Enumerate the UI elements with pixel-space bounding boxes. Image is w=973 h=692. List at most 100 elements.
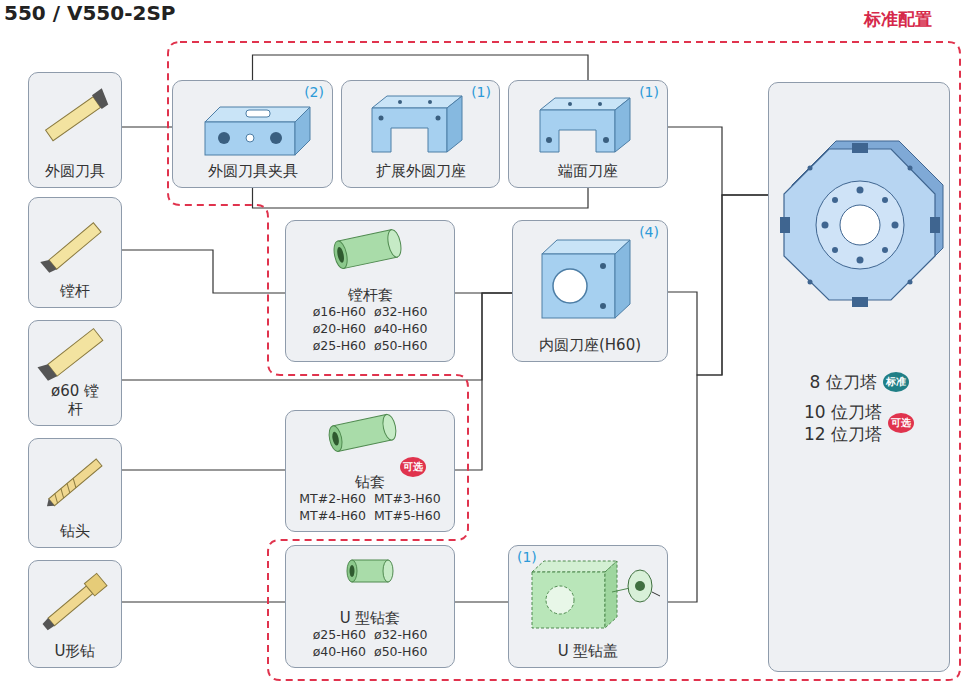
inner-holder-icon-part: [553, 269, 587, 303]
turret-icon-part: [908, 280, 913, 285]
extended-holder-icon-part: [398, 100, 402, 104]
text-group: 外圆刀具: [35, 162, 115, 181]
boring-sleeve-icon-part: [332, 240, 350, 270]
connector-line: [122, 601, 285, 602]
extended-holder-icon-part: [436, 116, 441, 121]
turret-icon-part: [930, 217, 940, 233]
text-column: 10 位刀塔12 位刀塔: [804, 401, 882, 445]
holder-box: (1) U 型钻盖: [508, 545, 668, 668]
face-holder-icon-part: [603, 137, 609, 143]
size-spec: MT#4-H60: [299, 508, 366, 525]
part-name: 钻套: [355, 473, 385, 492]
drill-sleeve-icon-part: [333, 414, 392, 451]
extended-holder-icon-part: [372, 108, 447, 152]
boring-sleeve-icon-part: [386, 228, 404, 258]
part-name: 镗杆套: [348, 286, 393, 305]
size-spec: ø50-H60: [374, 338, 427, 355]
standard-badge: 标准: [883, 372, 909, 392]
part-name: U形钻: [55, 642, 96, 661]
tool-clamp-icon-part: [270, 132, 282, 144]
turret-icon-part: [808, 166, 813, 171]
callout-number: (1): [517, 549, 537, 566]
drill-icon: [44, 459, 102, 510]
face-holder-icon: [540, 98, 630, 152]
text-group: 端面刀座: [515, 162, 661, 181]
boring-bar-icon-part: [49, 223, 101, 269]
face-holder-icon-part: [568, 102, 572, 106]
connector-line: [668, 127, 768, 195]
face-holder-icon-part: [540, 98, 630, 110]
part-name: 内圆刀座(H60): [539, 336, 641, 355]
tool-clamp-icon-part: [205, 107, 310, 122]
inner-holder-icon-part: [615, 240, 630, 318]
inner-holder-icon-part: [600, 263, 606, 269]
drill-icon-part: [49, 459, 102, 506]
turning-tool-icon: [44, 88, 111, 142]
turret-icon-part: [832, 247, 838, 253]
holder-box: (2) 外圆刀具夹具: [172, 80, 333, 188]
tool-clamp-icon: [205, 107, 310, 155]
connector-line: [455, 601, 508, 602]
turret-option: 12 位刀塔: [804, 423, 882, 445]
u-drill-cover-icon-part: [605, 561, 617, 628]
callout-number: (2): [304, 84, 324, 101]
holder-box: 钻套可选MT#2-H60MT#3-H60MT#4-H60MT#5-H60: [285, 410, 455, 532]
face-holder-icon-part: [546, 137, 552, 143]
standard-region-outline-part: [168, 42, 960, 680]
turret-icon-part: [882, 247, 888, 253]
part-name: 外圆刀具夹具: [208, 162, 298, 181]
text-group: 内圆刀座(H60): [519, 336, 661, 355]
turret-icon-part: [780, 217, 790, 233]
text-group: ø60 镗杆: [35, 382, 115, 420]
text-group: U 型钻盖: [515, 642, 661, 661]
boring-sleeve-icon-part: [336, 246, 345, 263]
size-spec: ø25-H60: [313, 627, 366, 644]
size-grid: ø25-H60ø32-H60ø40-H60ø50-H60: [313, 627, 428, 661]
connector-line: [253, 55, 589, 80]
drill-icon-part: [58, 489, 67, 498]
tool-clamp-icon-part: [218, 132, 230, 144]
inner-holder-icon-part: [542, 240, 630, 254]
turret-icon: [780, 141, 943, 307]
turret-icon-part: [882, 197, 888, 203]
text-group: 钻套可选MT#2-H60MT#3-H60MT#4-H60MT#5-H60: [292, 457, 448, 526]
turret-icon-part: [840, 205, 880, 245]
turret-option: 10 位刀塔: [804, 401, 882, 423]
inner-holder-icon: [542, 240, 630, 318]
turret-icon-part: [892, 222, 899, 229]
size-spec: MT#5-H60: [374, 508, 441, 525]
callout-number: (1): [471, 84, 491, 101]
large-boring-bar-icon-part: [48, 329, 103, 377]
extended-holder-icon-part: [379, 116, 384, 121]
size-spec: ø25-H60: [313, 338, 366, 355]
size-spec: ø50-H60: [374, 644, 427, 661]
connector-line: [122, 250, 285, 293]
u-drill-icon-part: [48, 586, 93, 626]
extended-holder-icon-part: [447, 96, 462, 152]
turret-icon-part: [908, 166, 913, 171]
part-name: ø60 镗杆: [50, 382, 101, 420]
tool-clamp-icon-part: [205, 122, 295, 155]
region-label: 标准配置: [864, 8, 932, 31]
holder-box: (4)内圆刀座(H60): [512, 220, 668, 362]
turret-icon-part: [852, 297, 868, 307]
option-badge: 可选: [400, 457, 426, 477]
drill-icon-part: [44, 499, 54, 510]
callout-number: (1): [639, 84, 659, 101]
extended-holder-icon: [372, 96, 462, 152]
size-spec: ø40-H60: [374, 321, 427, 338]
text-group: 扩展外圆刀座: [348, 162, 493, 181]
text-row: 10 位刀塔12 位刀塔可选: [804, 401, 914, 445]
boring-bar-icon: [40, 220, 101, 275]
boring-sleeve-icon: [332, 228, 403, 269]
drill-icon-part: [64, 483, 73, 492]
text-group: 外圆刀具夹具: [179, 162, 326, 181]
drill-icon-part: [70, 478, 79, 487]
size-grid: MT#2-H60MT#3-H60MT#4-H60MT#5-H60: [299, 491, 440, 525]
holder-box: 镗杆套ø16-H60ø32-H60ø20-H60ø40-H60ø25-H60ø5…: [285, 220, 455, 362]
turret-icon-part: [784, 149, 935, 300]
connector-line: [122, 126, 172, 127]
u-drill-cover-icon-part: [612, 588, 630, 592]
